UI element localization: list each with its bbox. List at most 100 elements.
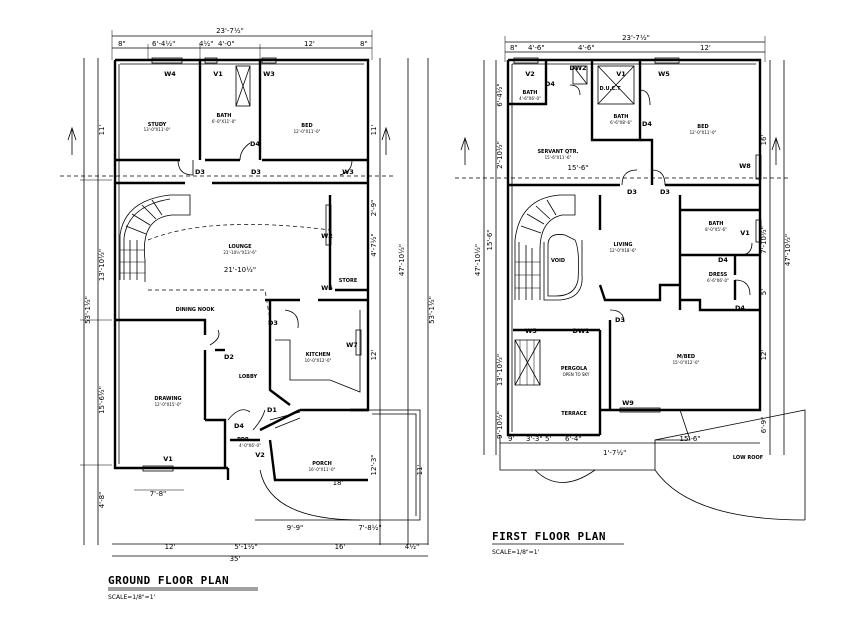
gf-porch-dim-1: 9'-9" [287, 524, 304, 532]
gf-top-dim-2: 6'-4½" [152, 40, 175, 48]
ff-servant-label: SERVANT QTR. [537, 149, 578, 155]
ff-left-overall-dim: 47'-10½" [474, 244, 482, 276]
gf-right-dim-2: 2'-9" [370, 200, 378, 217]
ff-opening-w5b: W5 [525, 327, 537, 335]
gf-opening-d3b: D3 [251, 168, 261, 176]
ff-low-roof-label: LOW ROOF [733, 455, 763, 461]
gf-right-dim-1: 11' [370, 125, 378, 136]
ff-left-dim-1: 6'-4½" [496, 83, 504, 106]
gf-right-dim-4: 12' [370, 350, 378, 361]
ff-bed-label: BED [697, 124, 708, 130]
gf-lounge-label: LOUNGE [228, 244, 252, 250]
gf-bottom-dim-1: 12' [165, 543, 176, 551]
gf-porch-dim-2: 7'-8½" [358, 524, 381, 532]
ff-top-overall-dim: 23'-7½" [622, 34, 650, 42]
ff-opening-d4d: D4 [735, 304, 745, 312]
ff-bottom-dim-6: 1'-7½" [603, 449, 626, 457]
ff-pergola-label: PERGOLA [561, 366, 587, 372]
ff-left-dim-4: 15'-6" [486, 229, 494, 250]
gf-drawing-label: DRAWING [154, 396, 181, 402]
ff-opening-dw1: DW1 [572, 327, 590, 335]
ff-title: FIRST FLOOR PLAN [492, 530, 606, 543]
gf-opening-w2: W2 [321, 232, 333, 240]
gf-study-label: STUDY [148, 122, 167, 128]
gf-left-overall-dim: 53'-1½" [84, 296, 92, 324]
ff-top-dim-6: 12' [700, 44, 711, 52]
gf-opening-d3c: D3 [268, 319, 278, 327]
ff-opening-w9: W9 [622, 399, 634, 407]
gf-right-dim-3: 4'-7½" [370, 233, 378, 256]
ff-opening-d4c: D4 [718, 256, 728, 264]
ff-opening-w5: W5 [658, 70, 670, 78]
gf-top-overall-dim: 23'-7½" [216, 27, 244, 35]
ff-bottom-dim-7: 15'-6" [679, 435, 700, 443]
gf-left-dim-1: 11' [98, 125, 106, 136]
gf-store-label: STORE [339, 278, 358, 284]
ff-bottom-dim-3: 5' [545, 435, 551, 443]
ff-bed-size: 12'-0"X11'-0" [690, 130, 717, 135]
gf-right-dim-5: 12'-3" [370, 454, 378, 475]
gf-bottom-dim-4: 4½" [405, 543, 419, 551]
ff-right-dim-5: 6'-9" [760, 417, 768, 434]
ff-void-label: VOID [551, 258, 565, 264]
gf-porch-label: PORCH [312, 461, 332, 467]
ff-bath1-size: 4'-6"X6'-0" [519, 96, 541, 101]
ff-opening-v1b: V1 [740, 229, 750, 237]
ff-bottom-dim-4: 6'-4" [565, 435, 582, 443]
gf-lobby-label: LOBBY [239, 374, 258, 380]
ff-bath2-size: 6'-6"X8'-6" [610, 120, 632, 125]
ff-right-total-dim: 47'-10½" [784, 234, 792, 266]
gf-opening-w7: W7 [346, 341, 358, 349]
gf-scale: SCALE=1/8"=1' [108, 594, 156, 601]
gf-pdr-label: PDR [237, 437, 249, 443]
ff-left-dim-5: 13'-10½" [496, 354, 504, 386]
gf-porch-width-dim: 18' [333, 479, 344, 487]
gf-left-dim-4: 4'-8" [98, 492, 106, 509]
gf-bed-label: BED [301, 123, 312, 129]
ff-top-dim-1: 8" [510, 44, 518, 52]
gf-lounge-size: 21'-10½"X13'-6" [223, 250, 256, 255]
gf-opening-d1: D1 [267, 406, 277, 414]
gf-opening-w3b: W3 [342, 168, 354, 176]
ff-terrace-label: TERRACE [561, 411, 587, 417]
gf-bottom-dim-2: 5'-1½" [234, 543, 257, 551]
ff-dress-label: DRESS [709, 272, 728, 278]
gf-opening-w3: W3 [263, 70, 275, 78]
gf-bath-label: BATH [217, 113, 232, 119]
ff-left-dim-3: 2'-10½" [496, 141, 504, 169]
gf-lounge-width-dim: 21'-10½" [224, 266, 256, 274]
ff-opening-d3a: D3 [627, 188, 637, 196]
gf-title: GROUND FLOOR PLAN [108, 574, 229, 587]
gf-top-dim-7: 8" [360, 40, 368, 48]
gf-opening-d3a: D3 [195, 168, 205, 176]
gf-bottom-dim-3: 16' [335, 543, 346, 551]
ff-dress-size: 6'-6"X6'-0" [707, 278, 729, 283]
gf-opening-v1: V1 [213, 70, 223, 78]
gf-dining-label: DINING NOOK [176, 307, 216, 313]
ff-top-dim-4: 4'-6" [578, 44, 595, 52]
gf-study-size: 13'-0"X11'-0" [144, 127, 171, 132]
ff-servant-dim: 15'-6" [567, 164, 588, 172]
ff-opening-d3b: D3 [660, 188, 670, 196]
ff-bottom-dim-1: 9' [508, 435, 514, 443]
gf-opening-v2: V2 [255, 451, 265, 459]
gf-top-dim-1: 8" [118, 40, 126, 48]
gf-opening-d4: D4 [250, 140, 260, 148]
ff-bath1-label: BATH [523, 90, 538, 96]
gf-bath-size: 6'-0"X11'-0" [212, 119, 236, 124]
ff-opening-v2: V2 [525, 70, 535, 78]
ff-living-size: 12'-0"X18'-6" [610, 248, 637, 253]
ff-bottom-dim-2: 3'-3" [526, 435, 543, 443]
ff-duct-label: D.U.C.T [600, 86, 622, 92]
ff-opening-d3c: D3 [615, 316, 625, 324]
gf-opening-w4: W4 [164, 70, 176, 78]
ff-right-dim-3: 5' [760, 289, 768, 295]
gf-right-total-dim: 47'-10½" [398, 244, 406, 276]
ff-servant-size: 15'-6"X11'-6" [545, 155, 572, 160]
ff-right-dim-1: 16' [760, 135, 768, 146]
ff-opening-d4a: D4 [545, 80, 555, 88]
gf-pdr-size: 4'-0"X6'-0" [239, 443, 261, 448]
ff-scale: SCALE=1/8"=1' [492, 549, 540, 556]
ff-opening-d4b: D4 [642, 120, 652, 128]
gf-bottom-overall-dim: 35' [230, 555, 241, 563]
